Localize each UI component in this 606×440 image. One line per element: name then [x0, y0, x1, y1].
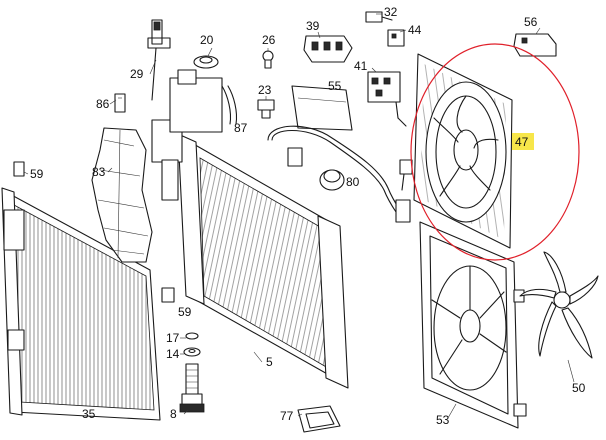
fan-assembly-part-47 [413, 53, 513, 249]
label-56[interactable]: 56 [524, 15, 538, 29]
washer-part-14 [183, 347, 201, 357]
label-14[interactable]: 14 [166, 347, 180, 361]
label-20[interactable]: 20 [200, 33, 214, 47]
air-guide-part-83 [91, 127, 153, 263]
highlight-circle [410, 43, 580, 261]
label-23[interactable]: 23 [258, 83, 272, 97]
highlight-label-47[interactable]: 47 [512, 133, 534, 150]
label-5[interactable]: 5 [266, 355, 273, 369]
label-8[interactable]: 8 [170, 407, 177, 421]
fan-shroud-part-53 [419, 221, 527, 429]
label-29[interactable]: 29 [130, 67, 144, 81]
temp-switch-part-23 [257, 99, 275, 119]
label-35[interactable]: 35 [82, 407, 96, 421]
bracket-part-56 [513, 33, 557, 57]
control-unit-part-55 [291, 85, 353, 131]
label-59-upper[interactable]: 59 [30, 167, 44, 181]
label-83[interactable]: 83 [92, 165, 106, 179]
label-39[interactable]: 39 [306, 19, 320, 33]
radiator-part-5 [151, 69, 349, 389]
bracket-part-59-upper [13, 161, 25, 177]
fan-blade-part-50 [519, 251, 599, 359]
grommet-part-80 [319, 169, 345, 191]
svg-text:47: 47 [515, 135, 529, 149]
seal-part-17 [185, 332, 199, 340]
label-41[interactable]: 41 [354, 59, 368, 73]
bracket-part-86 [114, 93, 126, 113]
switch-part-26 [262, 50, 274, 69]
label-26[interactable]: 26 [262, 33, 276, 47]
label-50[interactable]: 50 [572, 381, 586, 395]
wiring-harness [267, 117, 413, 223]
label-44[interactable]: 44 [408, 23, 422, 37]
label-55[interactable]: 55 [328, 79, 342, 93]
drain-plug-part-8 [179, 363, 205, 413]
condenser-part-35 [1, 187, 161, 421]
part-labels: 29 20 26 39 32 44 56 86 23 55 41 87 83 5… [30, 5, 586, 427]
leader-lines [23, 13, 575, 419]
connector-part-39 [303, 35, 353, 63]
sensor-part-29 [147, 19, 171, 101]
seal-part-77 [297, 405, 341, 433]
label-32[interactable]: 32 [384, 5, 398, 19]
bracket-part-59-lower [161, 287, 175, 303]
connector-part-41 [367, 71, 401, 119]
label-80[interactable]: 80 [346, 175, 360, 189]
label-87[interactable]: 87 [234, 121, 248, 135]
hose-part-87 [221, 85, 238, 125]
label-77[interactable]: 77 [280, 409, 294, 423]
cap-part-20 [193, 55, 219, 69]
label-86[interactable]: 86 [96, 97, 110, 111]
label-17[interactable]: 17 [166, 331, 180, 345]
label-59-lower[interactable]: 59 [178, 305, 192, 319]
label-53[interactable]: 53 [436, 413, 450, 427]
relay-part-32 [365, 11, 393, 23]
relay-part-44 [387, 29, 405, 47]
